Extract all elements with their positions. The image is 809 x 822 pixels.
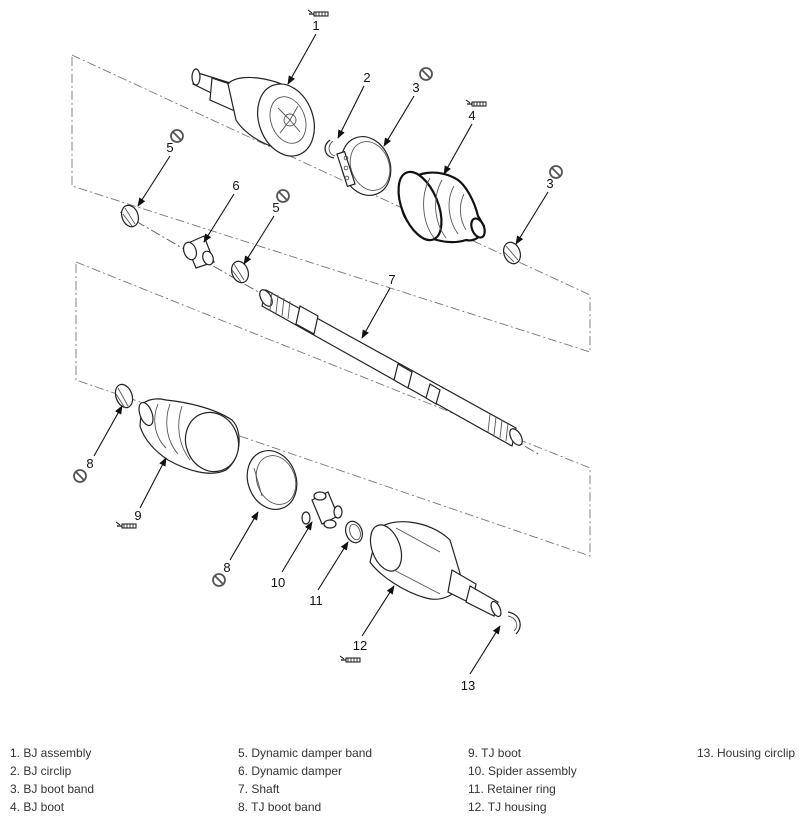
bj-boot-band-part-2	[502, 241, 522, 265]
legend-column-1: 1. BJ assembly 2. BJ circlip 3. BJ boot …	[10, 744, 94, 816]
housing-circlip-part	[507, 611, 521, 635]
legend-column-3: 9. TJ boot 10. Spider assembly 11. Retai…	[468, 744, 577, 816]
callout-1: 1	[312, 18, 319, 33]
callout-12: 12	[353, 638, 367, 653]
callout-3: 3	[412, 80, 419, 95]
retainer-ring-part	[344, 520, 364, 544]
grease-icon-2	[465, 99, 487, 107]
legend-item: 1. BJ assembly	[10, 746, 92, 760]
legend-item: 12. TJ housing	[468, 800, 547, 814]
legend-item: 5. Dynamic damper band	[238, 746, 373, 760]
bj-circlip-part	[324, 139, 336, 159]
callout-3b: 3	[546, 176, 553, 191]
grease-icon	[307, 9, 329, 17]
tj-boot-band-part-2	[246, 450, 298, 510]
tj-boot-band-part	[114, 383, 134, 409]
grease-icon-3	[115, 521, 137, 529]
legend-item: 9. TJ boot	[468, 746, 522, 760]
callout-labels: 1 2 3 4 5 6 5 3 7 8 9 8 10 11 12 13	[86, 18, 553, 693]
callout-9: 9	[134, 508, 141, 523]
do-not-reuse-icon-6	[212, 573, 226, 587]
shaft-part	[259, 289, 523, 447]
parts-legend: 1. BJ assembly 2. BJ circlip 3. BJ boot …	[0, 742, 809, 822]
bj-assembly-part	[191, 68, 315, 157]
callout-10: 10	[271, 575, 285, 590]
callout-4: 4	[468, 108, 475, 123]
callout-5b: 5	[272, 200, 279, 215]
legend-item: 4. BJ boot	[10, 800, 65, 814]
upper-assembly-frame	[71, 54, 591, 353]
legend-item: 2. BJ circlip	[10, 764, 72, 778]
bj-boot-band-part	[336, 136, 392, 196]
callout-8b: 8	[223, 560, 230, 575]
legend-item: 6. Dynamic damper	[238, 764, 343, 778]
do-not-reuse-icon	[419, 67, 433, 81]
dynamic-damper-band-part	[120, 204, 140, 228]
legend-column-2: 5. Dynamic damper band 6. Dynamic damper…	[238, 744, 372, 816]
legend-item: 3. BJ boot band	[10, 782, 95, 796]
spider-assembly-part	[301, 491, 343, 529]
do-not-reuse-icon-2	[170, 129, 184, 143]
do-not-reuse-icon-5	[73, 469, 87, 483]
do-not-reuse-icon-4	[549, 165, 563, 179]
legend-item: 13. Housing circlip	[697, 746, 796, 760]
legend-item: 8. TJ boot band	[238, 800, 322, 814]
lower-assembly-frame	[75, 261, 591, 557]
callout-5: 5	[166, 140, 173, 155]
bj-boot-part	[397, 170, 486, 244]
legend-item: 7. Shaft	[238, 782, 280, 796]
dynamic-damper-part	[182, 235, 215, 269]
legend-column-4: 13. Housing circlip	[697, 744, 795, 762]
legend-item: 11. Retainer ring	[468, 782, 556, 796]
tj-boot-part	[138, 398, 240, 474]
legend-item: 10. Spider assembly	[468, 764, 577, 778]
callout-8: 8	[86, 456, 93, 471]
callout-13: 13	[461, 678, 475, 693]
dynamic-damper-band-part-2	[230, 260, 250, 284]
callout-11: 11	[309, 593, 323, 608]
do-not-reuse-icon-3	[276, 189, 290, 203]
exploded-view-diagram: 1 2 3 4 5 6 5 3 7 8 9 8 10 11 12 13	[71, 9, 591, 693]
tj-housing-part	[369, 521, 502, 618]
callout-6: 6	[232, 178, 239, 193]
callout-7: 7	[388, 272, 395, 287]
callout-2: 2	[363, 70, 370, 85]
grease-icon-4	[339, 655, 361, 663]
leader-lines	[93, 33, 549, 675]
